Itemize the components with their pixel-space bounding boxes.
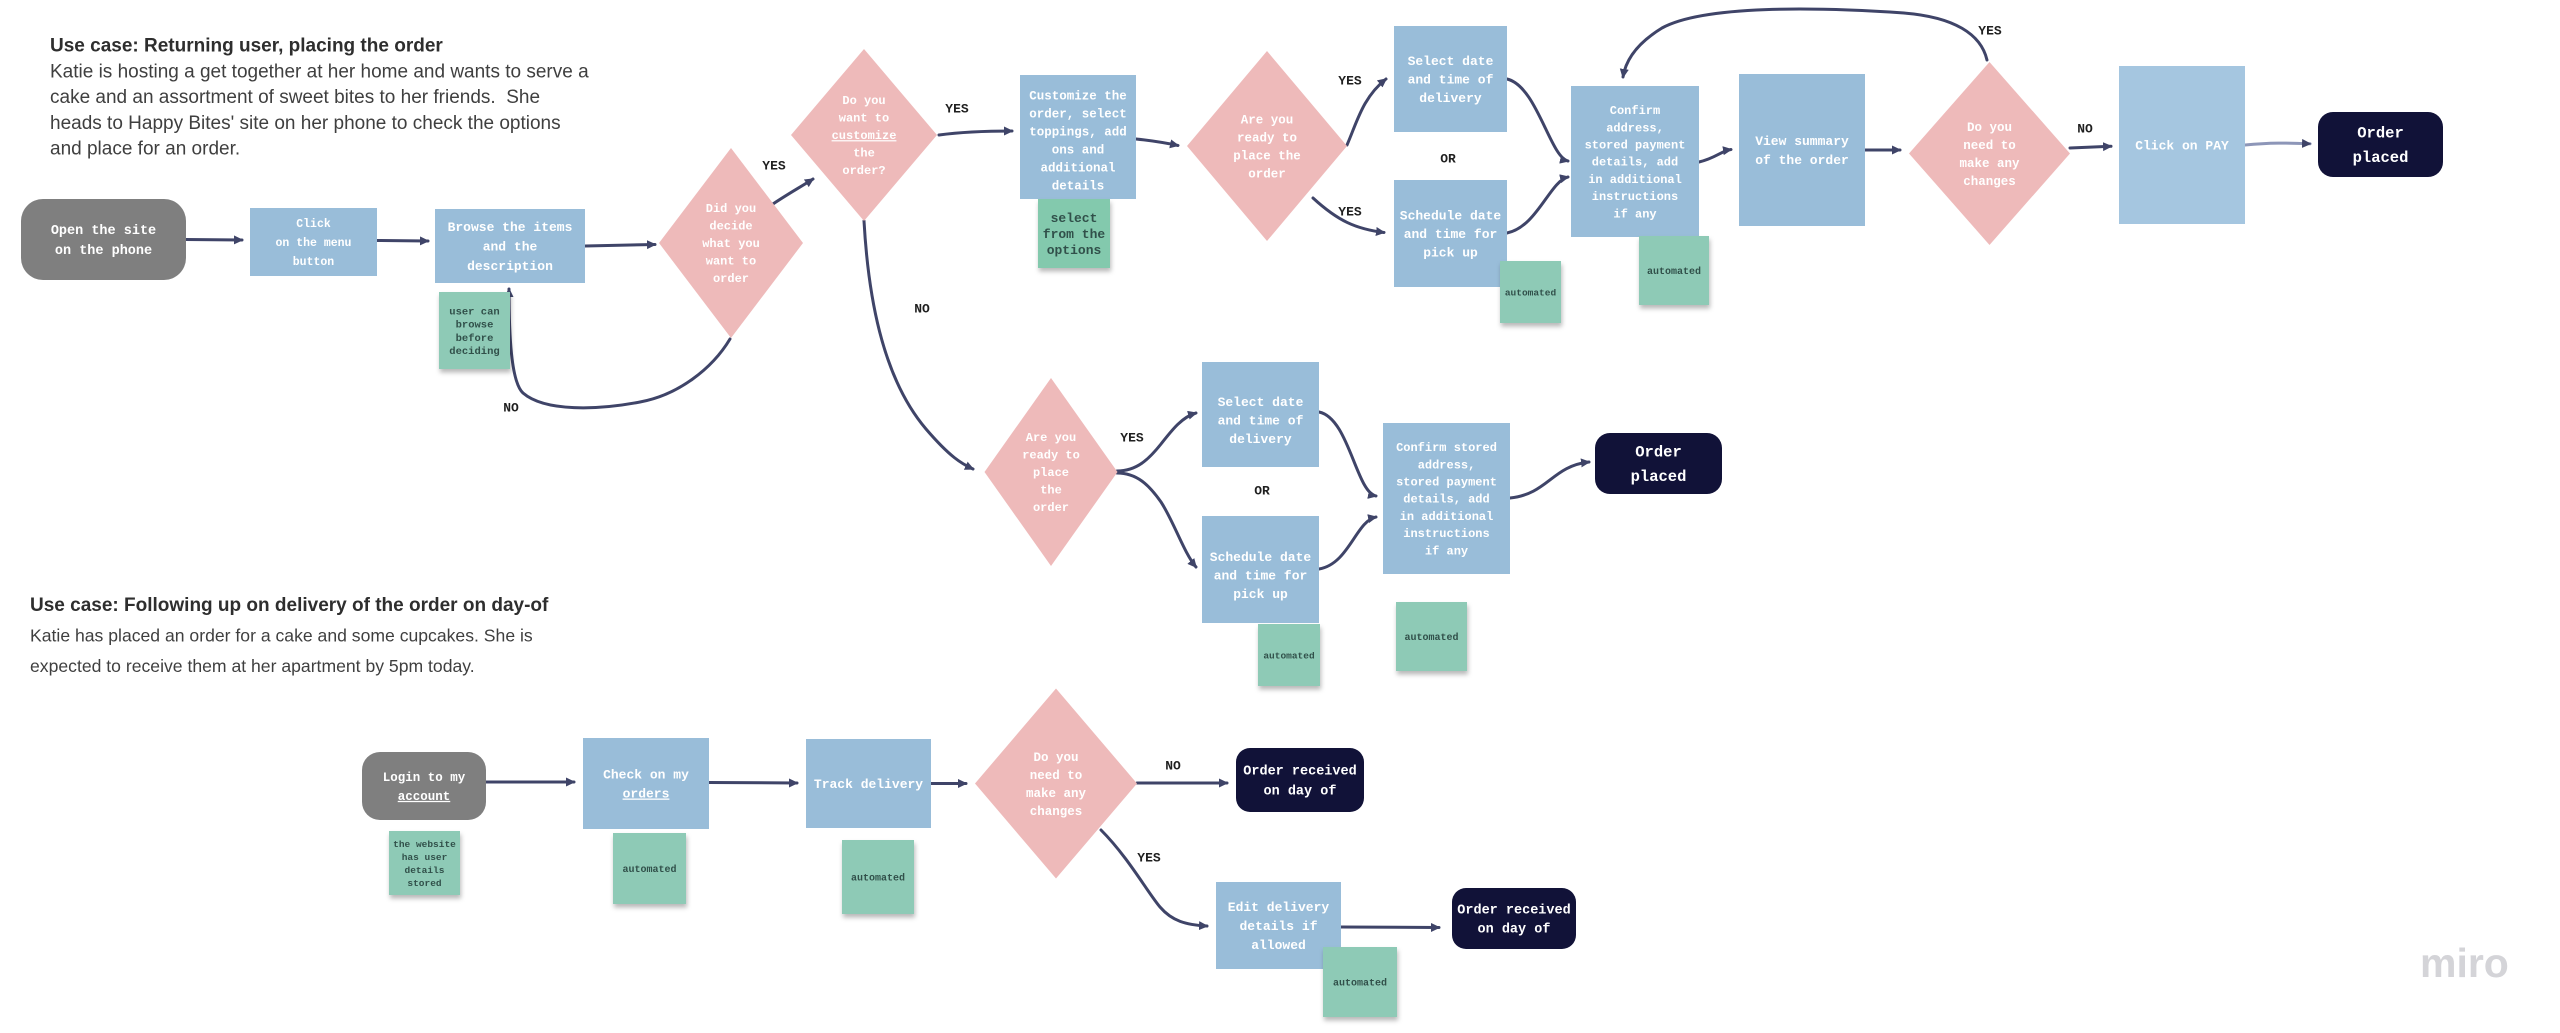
svg-text:NO: NO	[1165, 759, 1181, 774]
svg-text:OR: OR	[1254, 484, 1270, 499]
svg-text:miro: miro	[2420, 940, 2509, 986]
svg-text:expected to receive them at he: expected to receive them at her apartmen…	[30, 656, 475, 676]
svg-text:Katie has placed an order for: Katie has placed an order for a cake and…	[30, 625, 533, 645]
svg-text:automated: automated	[1333, 978, 1387, 990]
svg-text:YES: YES	[1338, 205, 1362, 220]
svg-text:Use case: Returning user, plac: Use case: Returning user, placing the or…	[50, 36, 443, 57]
svg-text:heads to Happy Bites' site on: heads to Happy Bites' site on her phone …	[50, 113, 561, 134]
svg-text:automated: automated	[1647, 266, 1701, 278]
svg-text:automated: automated	[851, 873, 905, 885]
svg-text:and place for an order.: and place for an order.	[50, 139, 240, 160]
svg-text:YES: YES	[1137, 851, 1161, 866]
svg-text:NO: NO	[2077, 122, 2093, 137]
svg-text:Track delivery: Track delivery	[814, 777, 923, 792]
svg-text:YES: YES	[1120, 431, 1144, 446]
svg-text:OR: OR	[1440, 152, 1456, 167]
svg-text:automated: automated	[622, 864, 676, 876]
svg-text:Use case: Following up on deli: Use case: Following up on delivery of th…	[30, 595, 549, 616]
svg-text:automated: automated	[1505, 287, 1557, 298]
svg-text:YES: YES	[1338, 74, 1362, 89]
svg-text:Click on PAY: Click on PAY	[2135, 139, 2229, 154]
svg-text:YES: YES	[1978, 24, 2002, 39]
svg-text:NO: NO	[503, 401, 519, 416]
svg-text:automated: automated	[1263, 650, 1315, 661]
svg-text:Katie is hosting a get togethe: Katie is hosting a get together at her h…	[50, 61, 589, 82]
svg-text:cake and an assortment of swee: cake and an assortment of sweet bites to…	[50, 87, 540, 108]
svg-text:YES: YES	[945, 102, 969, 117]
svg-text:automated: automated	[1404, 632, 1458, 644]
svg-text:YES: YES	[762, 159, 786, 174]
svg-text:NO: NO	[914, 302, 930, 317]
